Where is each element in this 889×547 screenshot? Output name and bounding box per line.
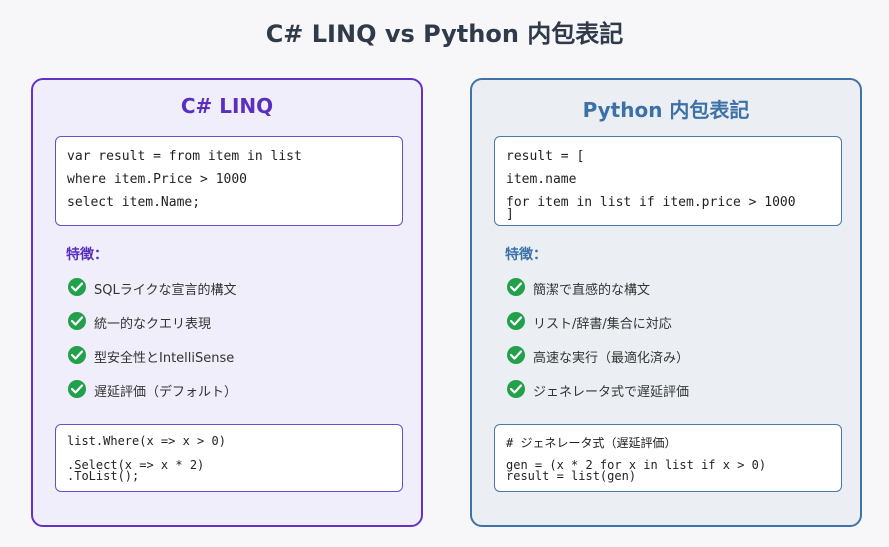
python-comprehension-panel: Python 内包表記 result = [ item.name for ite…	[470, 78, 862, 527]
feature-text: ジェネレータ式で遅延評価	[533, 385, 690, 400]
code-line: result = [	[506, 149, 585, 164]
features-label: 特徴：	[66, 247, 108, 263]
code-line: item.name	[506, 172, 577, 187]
code-line: list.Where(x => x > 0)	[67, 434, 226, 448]
check-circle-icon	[68, 380, 86, 398]
csharp-linq-panel: C# LINQ var result = from item in list w…	[31, 78, 423, 527]
feature-text: 簡潔で直感的な構文	[533, 283, 651, 298]
check-circle-icon	[68, 278, 86, 296]
panel-heading: Python 内包表記	[582, 98, 750, 122]
check-circle-icon	[507, 312, 525, 330]
code-line: for item in list if item.price > 1000	[506, 195, 796, 210]
check-circle-icon	[507, 346, 525, 364]
code-block: result = [ item.name for item in list if…	[494, 136, 842, 226]
example-code-block: list.Where(x => x > 0) .Select(x => x * …	[55, 424, 403, 492]
feature-text: 型安全性とIntelliSense	[94, 351, 235, 366]
feature-text: 遅延評価（デフォルト）	[94, 385, 238, 400]
feature-text: SQLライクな宣言的構文	[94, 283, 237, 298]
code-block: var result = from item in list where ite…	[55, 136, 403, 226]
code-line: gen = (x * 2 for x in list if x > 0)	[506, 458, 767, 472]
code-line: ]	[506, 207, 514, 222]
example-code-block: # ジェネレータ式（遅延評価） gen = (x * 2 for x in li…	[494, 424, 842, 492]
code-line: var result = from item in list	[67, 149, 302, 164]
check-circle-icon	[507, 278, 525, 296]
code-line: select item.Name;	[67, 195, 201, 210]
code-line: where item.Price > 1000	[67, 172, 248, 187]
feature-text: 高速な実行（最適化済み）	[533, 351, 690, 366]
code-line: .Select(x => x * 2)	[67, 458, 205, 472]
check-circle-icon	[68, 312, 86, 330]
feature-text: 統一的なクエリ表現	[94, 317, 212, 332]
code-line: result = list(gen)	[506, 469, 637, 483]
page-title: C# LINQ vs Python 内包表記	[265, 20, 624, 48]
features-label: 特徴：	[505, 247, 547, 263]
feature-text: リスト/辞書/集合に対応	[533, 317, 672, 332]
check-circle-icon	[507, 380, 525, 398]
check-circle-icon	[68, 346, 86, 364]
code-line: .ToList();	[67, 469, 140, 483]
code-line: # ジェネレータ式（遅延評価）	[506, 436, 677, 450]
panel-heading: C# LINQ	[180, 94, 274, 118]
